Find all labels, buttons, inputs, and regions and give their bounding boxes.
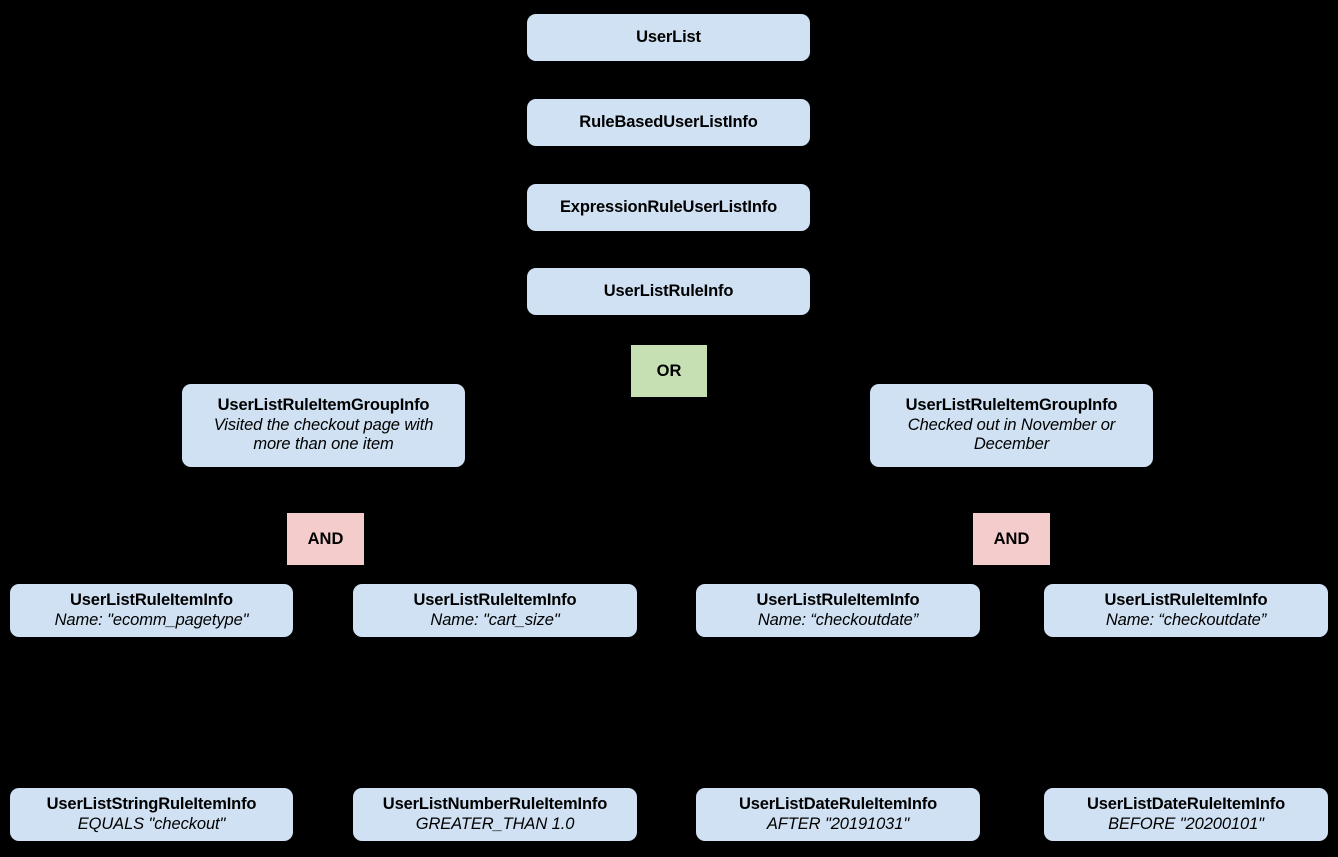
node-group-right-sub-line1: Checked out in November or xyxy=(907,415,1116,434)
edge-item1-to-leaf1 xyxy=(150,636,152,788)
node-rule-item-1[interactable]: UserListRuleItemInfo Name: "ecomm_pagety… xyxy=(10,584,293,637)
node-rule-item-3[interactable]: UserListRuleItemInfo Name: “checkoutdate… xyxy=(696,584,980,637)
node-leaf-item-4-title: UserListDateRuleItemInfo xyxy=(1086,795,1286,814)
node-leaf-item-2[interactable]: UserListNumberRuleItemInfo GREATER_THAN … xyxy=(353,788,637,841)
node-leaf-item-1-title: UserListStringRuleItemInfo xyxy=(46,795,257,814)
node-userlist[interactable]: UserList xyxy=(527,14,810,61)
edge-group-left-to-and xyxy=(322,467,324,513)
node-rule-item-2-title: UserListRuleItemInfo xyxy=(413,591,577,610)
operator-and-left-label: AND xyxy=(307,529,344,548)
node-group-left-sub-line2: more than one item xyxy=(253,435,394,454)
operator-or[interactable]: OR xyxy=(631,345,707,397)
node-rule-item-3-title: UserListRuleItemInfo xyxy=(756,591,920,610)
node-leaf-item-1-sub: EQUALS "checkout" xyxy=(77,814,226,833)
node-rule-item-3-sub: Name: “checkoutdate” xyxy=(757,610,919,629)
node-leaf-item-3-title: UserListDateRuleItemInfo xyxy=(738,795,938,814)
node-rulebaseduserlistinfo[interactable]: RuleBasedUserListInfo xyxy=(527,99,810,146)
node-rulebaseduserlistinfo-title: RuleBasedUserListInfo xyxy=(579,112,758,131)
edge-expression-to-ruleinfo xyxy=(667,231,669,270)
node-group-left-title: UserListRuleItemGroupInfo xyxy=(217,396,430,415)
edge-item3-to-leaf3 xyxy=(837,636,839,788)
edge-and-right-to-item3 xyxy=(837,572,839,584)
node-rule-item-1-sub: Name: "ecomm_pagetype" xyxy=(54,610,249,629)
edge-and-left-to-item2 xyxy=(494,572,496,584)
edge-userlist-to-rulebased xyxy=(667,61,669,101)
operator-and-right-label: AND xyxy=(993,529,1030,548)
node-rule-item-2-sub: Name: "cart_size" xyxy=(430,610,560,629)
node-leaf-item-3[interactable]: UserListDateRuleItemInfo AFTER "20191031… xyxy=(696,788,980,841)
node-leaf-item-4[interactable]: UserListDateRuleItemInfo BEFORE "2020010… xyxy=(1044,788,1328,841)
edge-and-left-fanout xyxy=(151,572,496,574)
operator-and-right[interactable]: AND xyxy=(973,513,1050,565)
edge-item4-to-leaf4 xyxy=(1185,636,1187,788)
node-leaf-item-2-sub: GREATER_THAN 1.0 xyxy=(415,814,575,833)
node-leaf-item-3-sub: AFTER "20191031" xyxy=(766,814,910,833)
node-leaf-item-2-title: UserListNumberRuleItemInfo xyxy=(382,795,608,814)
edge-group-right-to-and xyxy=(1011,467,1013,513)
node-rule-item-4-sub: Name: “checkoutdate” xyxy=(1105,610,1267,629)
node-rule-item-4-title: UserListRuleItemInfo xyxy=(1104,591,1268,610)
edge-rulebased-to-expression xyxy=(667,146,669,186)
edge-or-to-group-right xyxy=(1011,360,1013,384)
operator-or-label: OR xyxy=(656,361,682,380)
operator-and-left[interactable]: AND xyxy=(287,513,364,565)
edge-and-right-fanout xyxy=(838,572,1186,574)
node-rule-item-1-title: UserListRuleItemInfo xyxy=(70,591,233,610)
node-leaf-item-4-sub: BEFORE "20200101" xyxy=(1108,814,1264,833)
node-userlist-title: UserList xyxy=(636,27,701,46)
edge-item2-to-leaf2 xyxy=(494,636,496,788)
node-group-right-title: UserListRuleItemGroupInfo xyxy=(905,396,1118,415)
edge-and-right-to-item4 xyxy=(1185,572,1187,584)
node-rule-item-2[interactable]: UserListRuleItemInfo Name: "cart_size" xyxy=(353,584,637,637)
node-group-right-sub-line2: December xyxy=(973,435,1050,454)
node-userlistruleinfo-title: UserListRuleInfo xyxy=(603,281,734,300)
node-expressionruleuserlistinfo[interactable]: ExpressionRuleUserListInfo xyxy=(527,184,810,231)
node-userlistruleinfo[interactable]: UserListRuleInfo xyxy=(527,268,810,315)
edge-or-to-group-left xyxy=(322,360,324,384)
node-group-right[interactable]: UserListRuleItemGroupInfo Checked out in… xyxy=(870,384,1153,467)
node-group-left[interactable]: UserListRuleItemGroupInfo Visited the ch… xyxy=(182,384,465,467)
node-group-left-sub-line1: Visited the checkout page with xyxy=(213,415,434,434)
edge-and-left-to-item1 xyxy=(150,572,152,584)
node-leaf-item-1[interactable]: UserListStringRuleItemInfo EQUALS "check… xyxy=(10,788,293,841)
edge-ruleinfo-to-or xyxy=(667,315,669,345)
node-rule-item-4[interactable]: UserListRuleItemInfo Name: “checkoutdate… xyxy=(1044,584,1328,637)
node-expressionruleuserlistinfo-title: ExpressionRuleUserListInfo xyxy=(559,197,778,216)
